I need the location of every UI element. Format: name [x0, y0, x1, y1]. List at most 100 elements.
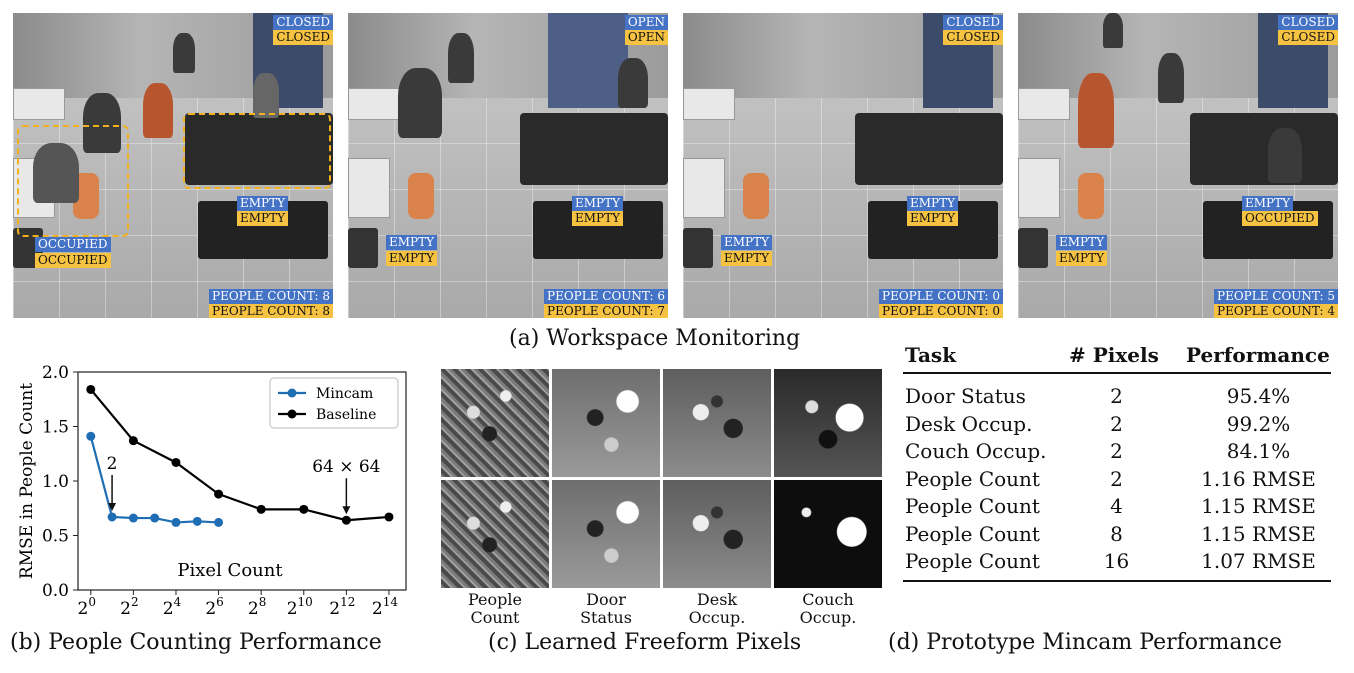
table-cell: 1.16 RMSE — [1201, 466, 1316, 491]
y-tick-label: 0.0 — [42, 581, 69, 601]
annotation-label: 2 — [107, 454, 118, 474]
y-axis-label: RMSE in People Count — [17, 383, 37, 579]
table-cell: People Count — [905, 494, 1040, 518]
x-tick-label: 210 — [287, 595, 313, 619]
data-point-mincam — [214, 517, 224, 527]
table-cell: Door Status — [905, 384, 1026, 408]
desk-zone-outline — [17, 125, 129, 237]
table-cell: 2 — [1110, 439, 1123, 463]
x-tick-label: 214 — [372, 595, 398, 619]
mask-label: Occup. — [688, 608, 746, 627]
couch-status-predicted: EMPTY — [1242, 196, 1294, 211]
table-rule-bottom — [903, 580, 1331, 582]
table-cell: 99.2% — [1226, 411, 1291, 436]
data-point-mincam — [150, 513, 160, 523]
table-cell: 8 — [1110, 521, 1123, 546]
mask-label: Status — [580, 608, 632, 627]
data-point-mincam — [192, 516, 202, 526]
table-cell: 2 — [1110, 384, 1123, 408]
desk-status-actual: EMPTY — [721, 251, 773, 266]
door-status-actual: CLOSED — [273, 30, 333, 45]
door-status-actual: CLOSED — [943, 30, 1003, 45]
freeform-pixel-mask — [552, 369, 660, 477]
couch-status-actual: EMPTY — [572, 211, 624, 226]
caption-c: (c) Learned Freeform Pixels — [488, 630, 802, 655]
door-status-predicted: CLOSED — [943, 15, 1003, 30]
annotation-label: 64 × 64 — [312, 457, 380, 477]
freeform-pixel-mask — [774, 480, 882, 588]
couch-status-actual: EMPTY — [907, 211, 959, 226]
table-cell: 4 — [1110, 494, 1123, 518]
freeform-pixel-mask — [774, 369, 882, 477]
y-tick-label: 2.0 — [42, 363, 69, 383]
desk-status-predicted: EMPTY — [1056, 235, 1108, 250]
freeform-pixel-mask — [441, 369, 549, 477]
table-cell: 16 — [1103, 549, 1130, 573]
table-cell: 2 — [1110, 466, 1123, 491]
x-axis-label: Pixel Count — [177, 560, 283, 581]
table-cell: 84.1% — [1226, 439, 1291, 463]
table-cell: 1.15 RMSE — [1201, 521, 1316, 546]
couch-status-predicted: EMPTY — [572, 196, 624, 211]
y-tick-label: 1.5 — [42, 418, 69, 438]
x-tick-label: 24 — [163, 595, 182, 619]
people-count-predicted: PEOPLE COUNT: 0 — [879, 289, 1003, 304]
door-status-actual: CLOSED — [1278, 30, 1338, 45]
people-count-predicted: PEOPLE COUNT: 8 — [209, 289, 333, 304]
data-point-mincam — [128, 513, 138, 523]
mask-label: Couch — [802, 590, 854, 609]
x-tick-label: 28 — [248, 595, 266, 619]
y-tick-label: 0.5 — [42, 527, 69, 547]
table-cell: 1.15 RMSE — [1201, 494, 1316, 518]
people-count-predicted: PEOPLE COUNT: 5 — [1214, 289, 1338, 304]
annotation-arrowhead — [108, 502, 117, 511]
mask-label: Desk — [696, 590, 738, 609]
table-cell: 95.4% — [1226, 384, 1291, 408]
couch-status-predicted: EMPTY — [237, 196, 289, 211]
legend-marker — [287, 409, 297, 419]
legend-entry: Mincam — [316, 386, 373, 402]
table-cell: People Count — [905, 466, 1040, 491]
data-point-baseline — [256, 504, 266, 514]
data-point-baseline — [86, 384, 96, 394]
y-tick-label: 1.0 — [42, 472, 69, 492]
data-point-baseline — [128, 436, 138, 446]
mask-label: Door — [586, 590, 626, 609]
data-point-mincam — [86, 431, 96, 441]
table-rule-top — [903, 372, 1331, 374]
table-cell: People Count — [905, 549, 1040, 573]
table-cell: People Count — [905, 521, 1040, 546]
table-cell: 2 — [1110, 411, 1123, 436]
legend-marker — [287, 388, 297, 398]
desk-status-actual: EMPTY — [386, 251, 438, 266]
x-tick-label: 212 — [329, 595, 355, 619]
data-point-baseline — [171, 457, 181, 467]
couch-status-actual: EMPTY — [237, 211, 289, 226]
caption-a: (a) Workspace Monitoring — [509, 326, 801, 351]
couch-zone-outline — [183, 113, 331, 189]
freeform-pixel-mask — [441, 480, 549, 588]
people-count-actual: PEOPLE COUNT: 8 — [209, 304, 333, 318]
desk-status-predicted: OCCUPIED — [35, 237, 111, 252]
couch-status-actual: OCCUPIED — [1242, 211, 1318, 226]
people-count-actual: PEOPLE COUNT: 7 — [544, 304, 668, 318]
data-point-baseline — [341, 515, 351, 525]
door-status-actual: OPEN — [624, 30, 668, 45]
data-point-mincam — [171, 517, 181, 527]
people-count-actual: PEOPLE COUNT: 0 — [879, 304, 1003, 318]
table-header-pixels: # Pixels — [1069, 343, 1159, 367]
table-cell: Desk Occup. — [905, 411, 1033, 436]
mask-label: Occup. — [799, 608, 857, 627]
freeform-pixel-mask — [552, 480, 660, 588]
caption-b: (b) People Counting Performance — [10, 630, 382, 655]
desk-status-predicted: EMPTY — [721, 235, 773, 250]
table-cell: 1.07 RMSE — [1201, 549, 1316, 573]
data-point-mincam — [107, 512, 117, 522]
table-cell: Couch Occup. — [905, 439, 1047, 463]
